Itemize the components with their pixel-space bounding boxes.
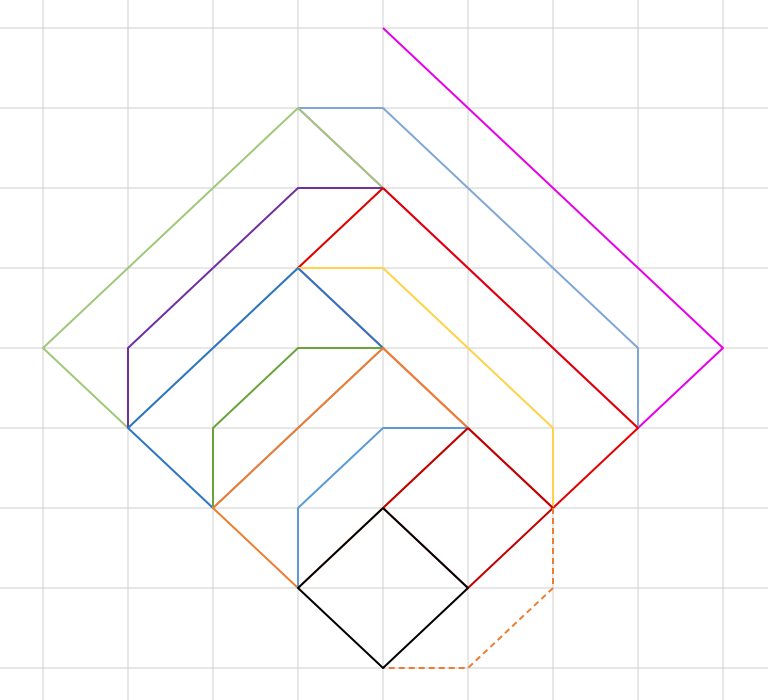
steelblue-pentagon-shape (297, 427, 468, 588)
yellow-pentagon-shape (298, 267, 554, 508)
black-diamond-shape (297, 507, 469, 669)
orange-dashed-outline-shape (383, 508, 554, 669)
green-pentagon-shape (212, 347, 383, 508)
shape-layer (42, 27, 724, 669)
lightblue-pentagon-shape (298, 107, 639, 428)
purple-pentagon-shape (127, 187, 383, 428)
